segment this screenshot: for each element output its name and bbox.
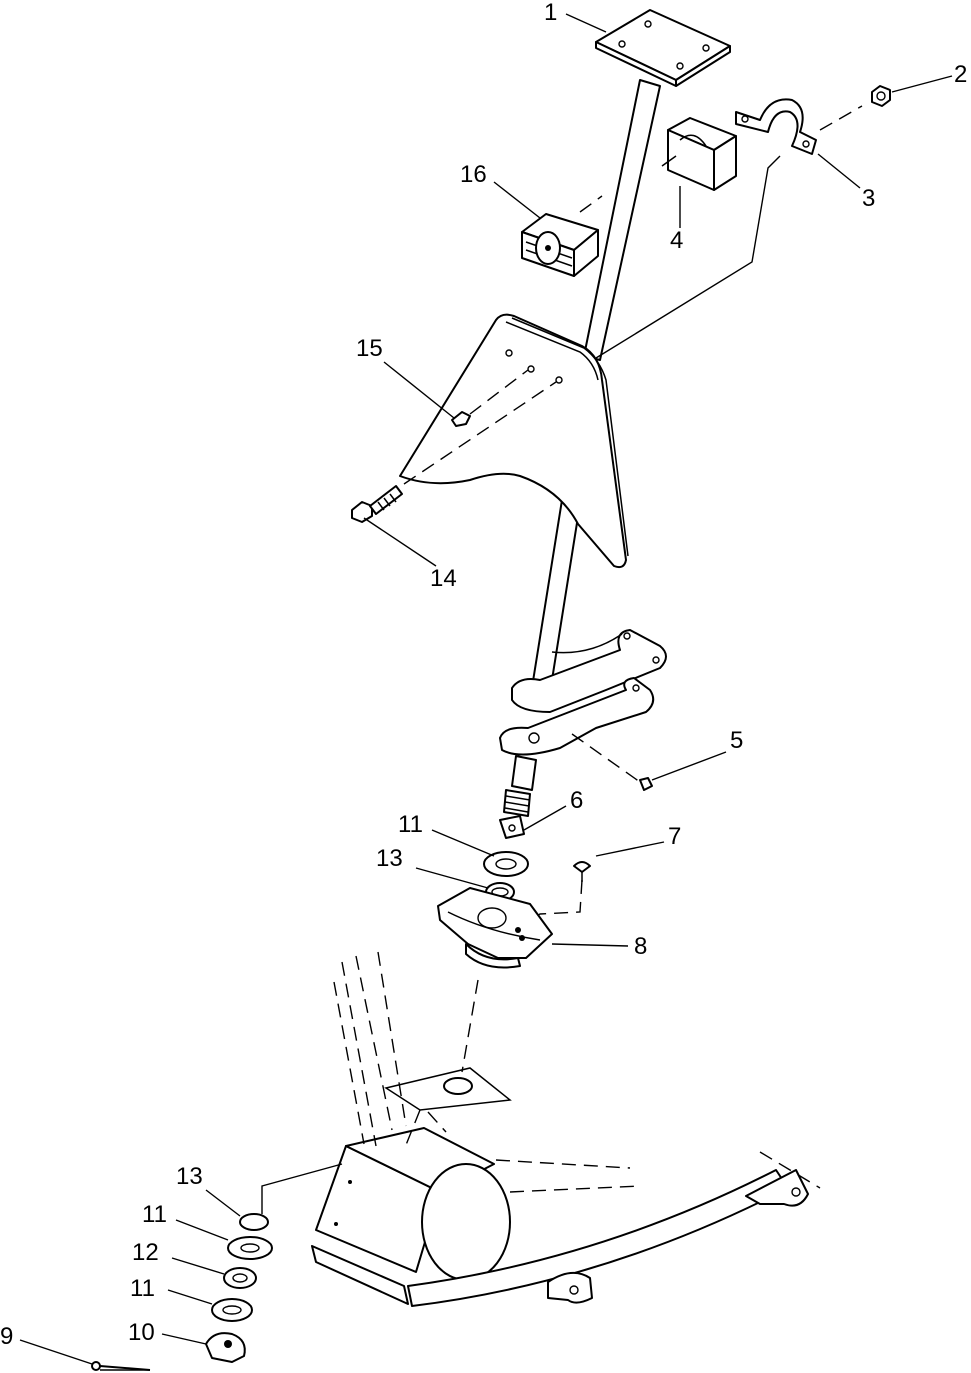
leader-lines <box>19 13 953 1365</box>
screw-part-15 <box>451 369 529 427</box>
callout-14: 14 <box>430 565 457 592</box>
callout-11-upper: 11 <box>398 811 423 838</box>
lower-shaft <box>499 755 537 839</box>
callout-13-lower: 13 <box>176 1163 203 1190</box>
callout-labels: 1 2 3 4 16 15 14 5 6 11 7 13 8 13 11 12 … <box>0 0 967 1350</box>
washer-part-11-upper <box>483 851 529 877</box>
callout-2: 2 <box>954 61 967 88</box>
oring-part-13-lower <box>239 1163 343 1231</box>
washer-part-11-lower-a <box>227 1236 273 1260</box>
callout-10: 10 <box>128 1319 155 1346</box>
screw-part-5 <box>571 733 653 791</box>
lower-frame <box>311 951 821 1307</box>
callout-6: 6 <box>570 787 583 814</box>
callout-8: 8 <box>634 933 647 960</box>
steering-block-part-8 <box>437 887 553 1073</box>
washer-part-11-lower-b <box>211 1298 253 1322</box>
callout-3: 3 <box>862 185 875 212</box>
castle-nut-part-10 <box>205 1332 246 1363</box>
cotter-pin-part-9 <box>91 1361 151 1371</box>
callout-7: 7 <box>668 823 681 850</box>
lock-washer-part-12 <box>223 1267 257 1289</box>
callout-5: 5 <box>730 727 743 754</box>
bolt-part-14 <box>351 381 557 523</box>
saddle-bushing-part-4 <box>661 117 737 191</box>
callout-11-lower-b: 11 <box>130 1275 155 1302</box>
callout-12: 12 <box>132 1239 159 1266</box>
steering-shaft <box>529 79 661 706</box>
clamp-strap-part-3 <box>735 98 817 155</box>
bushing-block-part-16 <box>521 195 603 277</box>
mount-plate-part-1 <box>595 9 731 87</box>
callout-4: 4 <box>670 227 683 254</box>
callout-16: 16 <box>460 161 487 188</box>
nut-part-2 <box>871 85 891 107</box>
callout-15: 15 <box>356 335 383 362</box>
rivet-part-7 <box>531 861 591 921</box>
callout-13-upper: 13 <box>376 845 403 872</box>
steering-console-cover <box>399 313 629 569</box>
column-brackets <box>499 629 667 756</box>
callout-11-lower-a: 11 <box>142 1201 167 1228</box>
callout-9: 9 <box>0 1323 13 1350</box>
callout-1: 1 <box>544 0 557 26</box>
